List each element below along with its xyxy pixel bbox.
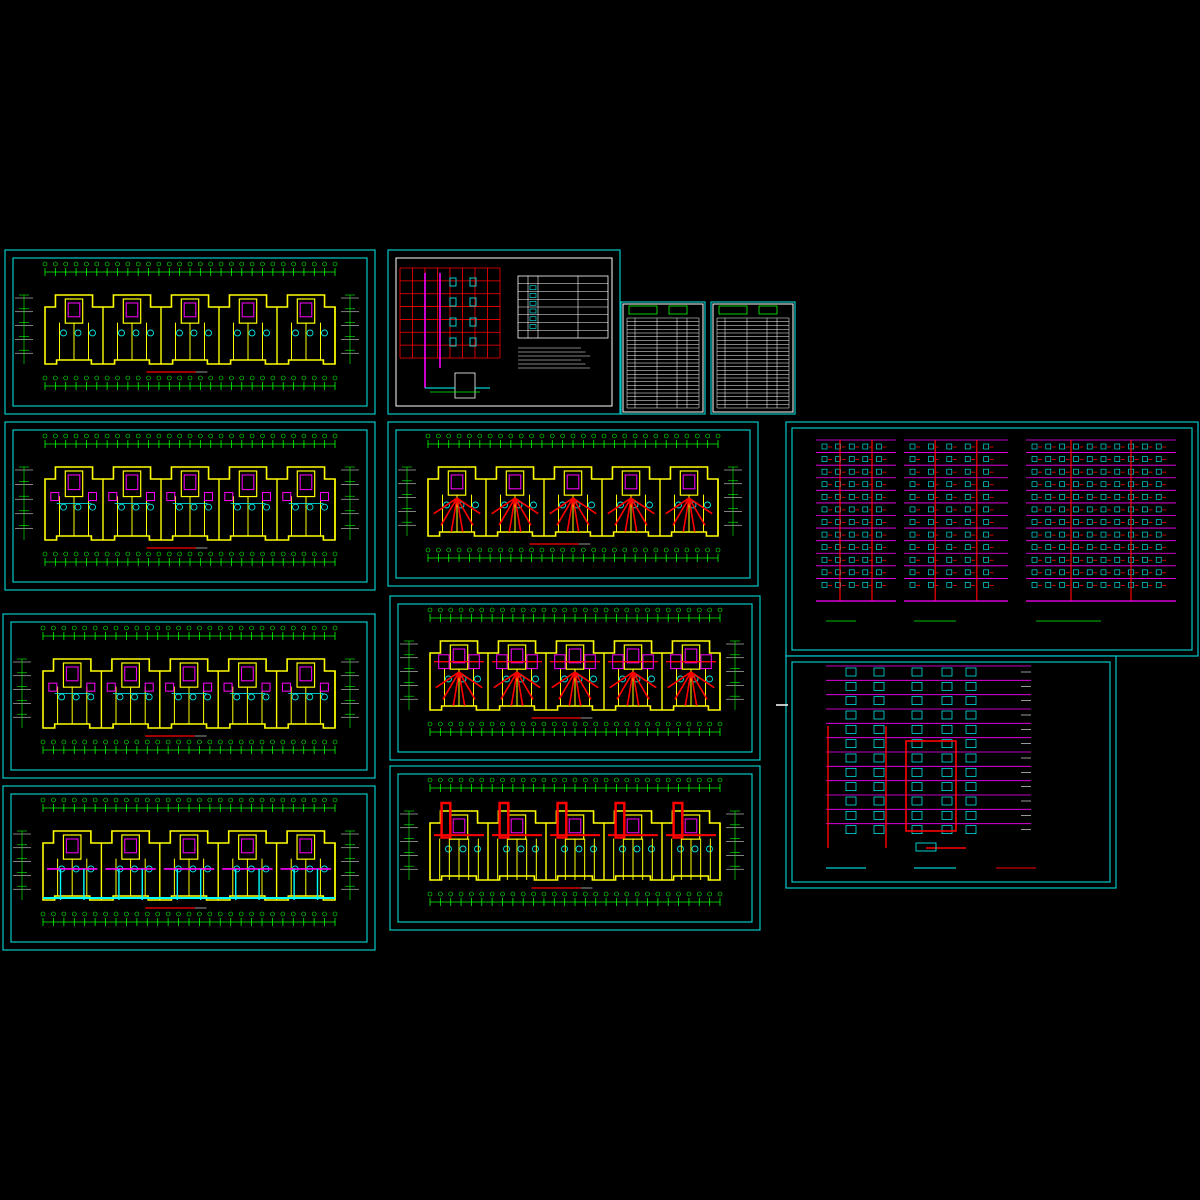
sheet-frame <box>620 301 706 415</box>
sheet-plan-1 <box>4 249 376 415</box>
sheet-frame <box>785 655 1117 889</box>
sheet-riser-diagrams-1 <box>785 421 1199 657</box>
sheet-riser-diagrams-2 <box>785 655 1117 889</box>
sheet-system-schematic <box>387 249 621 415</box>
sheet-material-list-1 <box>620 301 706 415</box>
sheet-plan-6 <box>389 595 761 761</box>
sheet-plan-5 <box>387 421 759 587</box>
sheet-material-list-2 <box>710 301 796 415</box>
sheet-frame <box>710 301 796 415</box>
sheet-plan-7 <box>389 765 761 931</box>
sheet-frame <box>785 421 1199 657</box>
sheet-plan-2 <box>4 421 376 591</box>
sheet-plan-3 <box>2 613 376 779</box>
sheet-plan-4 <box>2 785 376 951</box>
